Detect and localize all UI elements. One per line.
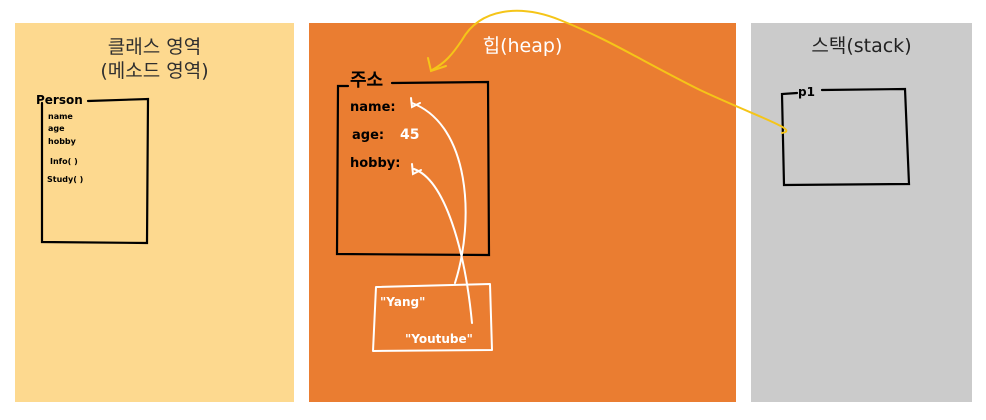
class-member-hobby: hobby <box>48 137 77 146</box>
class-area-title: 클래스 영역 <box>107 36 202 58</box>
stack-area-panel: 스택(stack) <box>751 23 972 402</box>
stack-to-heap-arrow <box>427 9 788 134</box>
heap-age-value: 45 <box>400 127 419 143</box>
heap-string-box: "Yang" "Youtube" <box>372 283 493 352</box>
heap-area-panel: 힙(heap) <box>309 23 736 402</box>
arrow-hobby-to-youtube <box>413 168 473 324</box>
heap-area-title: 힙(heap) <box>482 35 563 57</box>
class-member-info: Info( ) <box>50 157 78 166</box>
arrow-head-hobby <box>411 163 422 176</box>
person-class-name: Person <box>36 93 83 107</box>
heap-reference-arrows <box>410 97 473 324</box>
person-class-box: Person name age hobby Info( ) Study( ) <box>36 93 150 245</box>
class-area-panel: 클래스 영역 (메소드 영역) <box>15 23 294 402</box>
class-area-subtitle: (메소드 영역) <box>100 60 209 82</box>
stack-heap-arrow-head <box>427 57 447 73</box>
class-member-name: name <box>48 112 73 121</box>
class-member-study: Study( ) <box>47 175 83 184</box>
stack-area-title: 스택(stack) <box>811 35 912 57</box>
heap-field-name: name: <box>350 100 396 115</box>
heap-field-hobby: hobby: <box>350 156 400 171</box>
stack-variable-box: p1 <box>780 85 911 187</box>
arrow-head-name <box>410 97 421 109</box>
heap-object-box: 주소 name: age: 45 hobby: <box>335 70 491 257</box>
heap-field-age: age: <box>352 128 384 143</box>
heap-object-address-label: 주소 <box>350 70 383 91</box>
stack-variable-name: p1 <box>798 85 815 99</box>
class-member-age: age <box>48 124 65 133</box>
heap-string-youtube: "Youtube" <box>405 332 473 346</box>
heap-string-yang: "Yang" <box>380 295 425 309</box>
stack-heap-reference-line <box>431 9 788 134</box>
